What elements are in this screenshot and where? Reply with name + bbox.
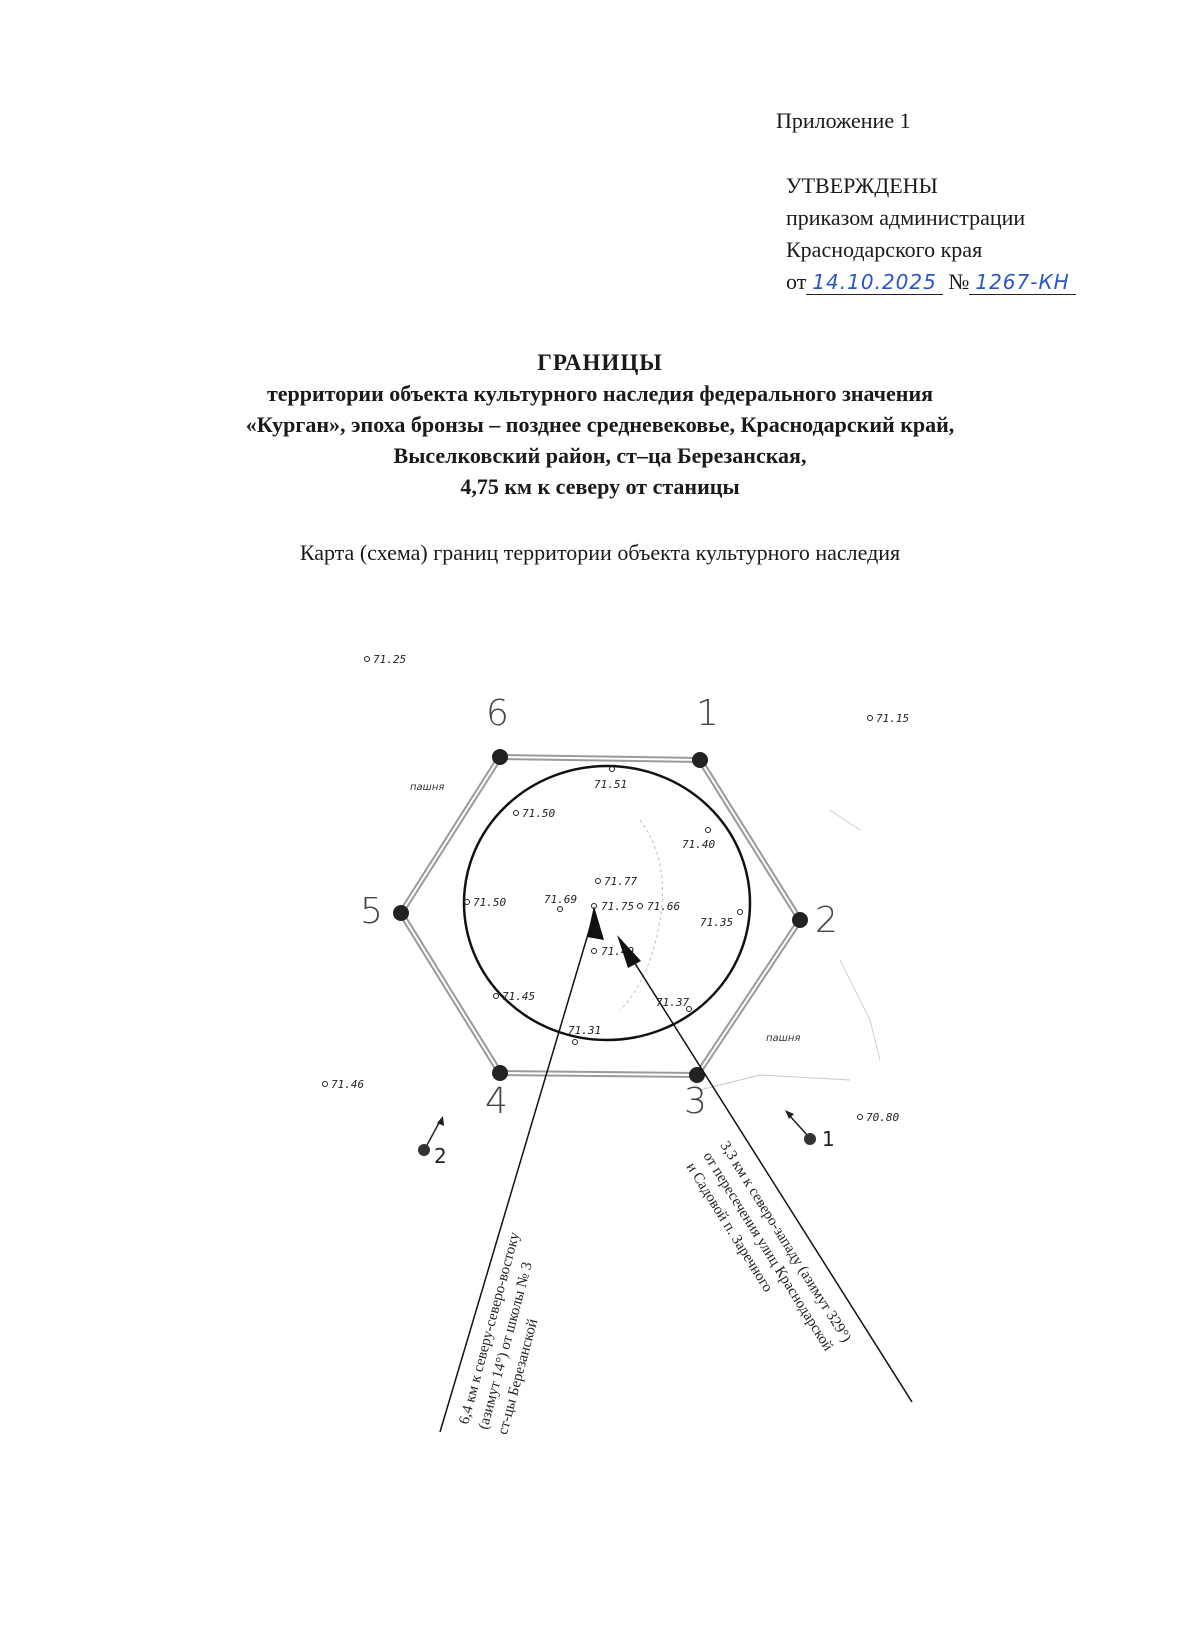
reference-point-label: 1 bbox=[822, 1127, 835, 1151]
elevation-label: 71.51 bbox=[594, 778, 627, 791]
vertex-6-label: 6 bbox=[486, 693, 509, 734]
reference-arrow-line bbox=[425, 1120, 441, 1148]
title-heading: ГРАНИЦЫ bbox=[537, 350, 663, 375]
reference-note-right: 3,3 км к северо-западу (азимут 329°) от … bbox=[683, 1139, 854, 1354]
reference-line-left bbox=[439, 913, 595, 1433]
reference-point-1: 1 bbox=[785, 1110, 835, 1151]
elevation-label: 71.75 bbox=[601, 900, 634, 913]
vertex-4-marker bbox=[492, 1065, 508, 1081]
elevation-point bbox=[686, 1006, 692, 1012]
annex-label: Приложение 1 bbox=[776, 108, 911, 133]
land-use-label: пашня bbox=[410, 782, 444, 793]
elevation-label: 71.66 bbox=[647, 900, 680, 913]
reference-note-left: 6,4 км к северу-северо-востоку (азимут 1… bbox=[456, 1230, 541, 1436]
elevation-label: 71.25 bbox=[373, 653, 406, 666]
reference-line-right bbox=[623, 945, 913, 1403]
elevation-point bbox=[513, 810, 519, 816]
elevation-label: 71.40 bbox=[682, 838, 715, 851]
elevation-point bbox=[322, 1081, 328, 1087]
elevation-point bbox=[591, 948, 597, 954]
elevation-label: 71.50 bbox=[522, 807, 555, 820]
elevation-point bbox=[572, 1039, 578, 1045]
approval-block: УТВЕРЖДЕНЫ приказом администрации Красно… bbox=[786, 170, 1076, 298]
elevation-label: 71.46 bbox=[331, 1078, 364, 1091]
elevation-point bbox=[609, 766, 615, 772]
elevation-label: 71.69 bbox=[544, 893, 577, 906]
elevation-point bbox=[705, 827, 711, 833]
elevation-point bbox=[493, 993, 499, 999]
title-line-2: «Курган», эпоха бронзы – позднее среднев… bbox=[245, 412, 955, 437]
land-use-label: пашня bbox=[766, 1033, 800, 1044]
vertex-3-label: 3 bbox=[684, 1081, 707, 1122]
reference-line-left-arrowhead bbox=[587, 906, 604, 940]
field-boundary-line bbox=[839, 959, 881, 1061]
title-line-3: Выселковский район, ст–ца Березанская, bbox=[393, 443, 807, 468]
field-boundary-line bbox=[699, 1074, 851, 1091]
approval-status: УТВЕРЖДЕНЫ bbox=[786, 173, 938, 198]
elevation-point bbox=[464, 899, 470, 905]
approval-line-1: приказом администрации bbox=[786, 205, 1026, 230]
reference-arrow-line bbox=[788, 1114, 809, 1137]
approval-date: 14.10.2025 bbox=[806, 270, 943, 295]
elevation-label: 71.45 bbox=[502, 990, 535, 1003]
elevation-label: 71.31 bbox=[568, 1024, 601, 1037]
elevation-point bbox=[557, 906, 563, 912]
vertex-2-marker bbox=[792, 912, 808, 928]
reference-point-label: 2 bbox=[434, 1144, 447, 1168]
vertex-1-marker bbox=[692, 752, 708, 768]
reference-arrowhead bbox=[785, 1110, 794, 1119]
reference-point-marker bbox=[418, 1144, 430, 1156]
number-prefix: № bbox=[948, 269, 970, 294]
vertex-5-marker bbox=[393, 905, 409, 921]
elevation-point bbox=[595, 878, 601, 884]
reference-line-right-arrowhead bbox=[617, 935, 641, 968]
approval-number: 1267-КН bbox=[969, 270, 1076, 295]
elevation-label: 71.15 bbox=[876, 712, 909, 725]
vertex-1-label: 1 bbox=[696, 693, 719, 734]
vertex-4-label: 4 bbox=[485, 1081, 508, 1122]
elevation-point bbox=[867, 715, 873, 721]
reference-point-2: 2 bbox=[418, 1116, 447, 1168]
elevation-label: 70.80 bbox=[866, 1111, 899, 1124]
reference-point-marker bbox=[804, 1133, 816, 1145]
vertex-2-label: 2 bbox=[815, 900, 838, 941]
reference-arrowhead bbox=[437, 1116, 444, 1126]
vertex-5-label: 5 bbox=[360, 891, 383, 932]
elevation-point bbox=[364, 656, 370, 662]
contour-line bbox=[619, 819, 663, 1011]
vertex-3-marker bbox=[689, 1067, 705, 1083]
title-line-4: 4,75 км к северу от станицы bbox=[460, 474, 740, 499]
elevation-label: 71.35 bbox=[700, 916, 733, 929]
approval-line-2: Краснодарского края bbox=[786, 237, 983, 262]
field-boundary-line bbox=[829, 809, 861, 831]
elevation-points: 71.25 71.15 71.51 71.50 71.40 71.77 71.6… bbox=[322, 653, 909, 1124]
elevation-label: 71.77 bbox=[604, 875, 637, 888]
reference-note-right-line-2: от пересечения улиц Краснодарской bbox=[700, 1149, 836, 1354]
date-prefix: от bbox=[786, 269, 807, 294]
vertex-6-marker bbox=[492, 749, 508, 765]
document-title: ГРАНИЦЫ территории объекта культурного н… bbox=[0, 347, 1200, 502]
kurgan-outline bbox=[462, 764, 752, 1042]
elevation-label: 71.50 bbox=[473, 896, 506, 909]
map-caption: Карта (схема) границ территории объекта … bbox=[299, 540, 901, 565]
title-line-1: территории объекта культурного наследия … bbox=[266, 381, 934, 406]
elevation-point bbox=[857, 1114, 863, 1120]
elevation-point bbox=[737, 909, 743, 915]
elevation-label: 71.37 bbox=[656, 996, 689, 1009]
elevation-point bbox=[637, 903, 643, 909]
